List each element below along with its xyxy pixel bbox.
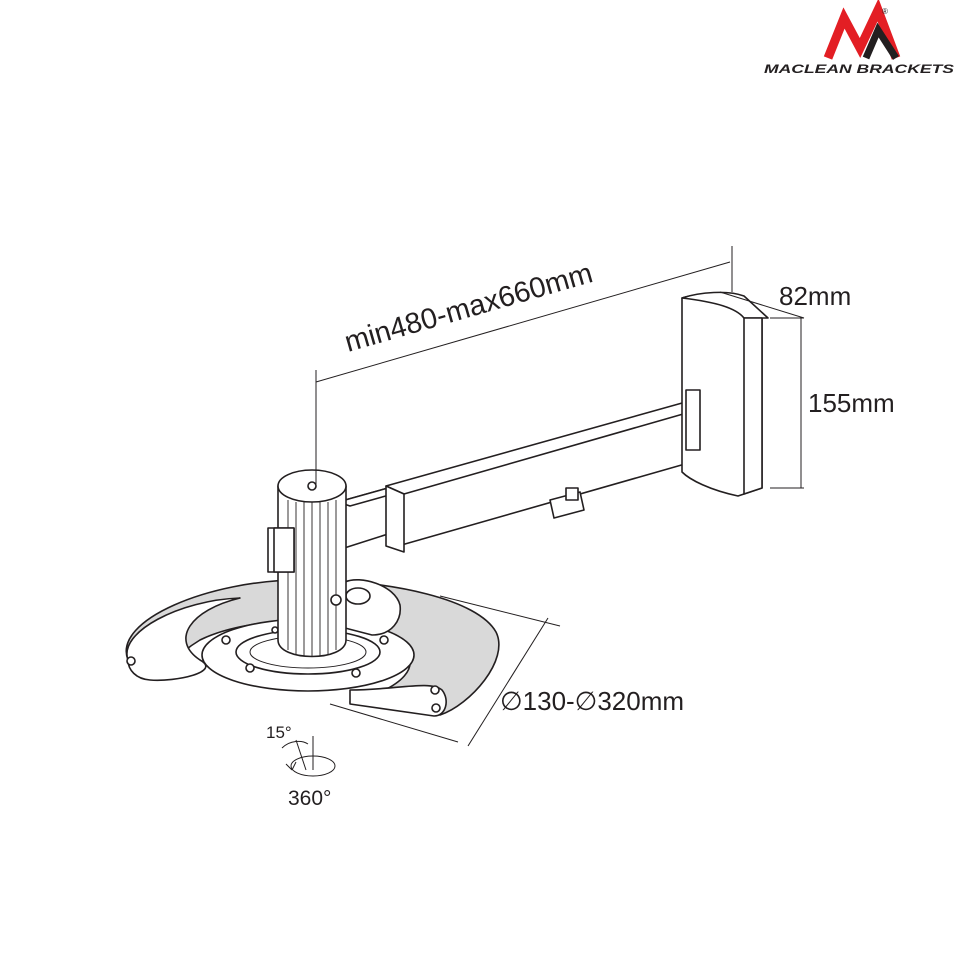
plate-depth-dimension: 82mm: [719, 281, 851, 319]
rotation-angle-label: 360°: [288, 787, 331, 810]
tilt-rotation-symbol: [281, 736, 336, 777]
maclean-logo: ® MACLEAN BRACKETS: [764, 0, 954, 76]
mounting-plane: [329, 595, 561, 747]
tilt-angle-label: 15°: [266, 723, 292, 742]
telescopic-arm: [337, 397, 721, 553]
column: [267, 469, 347, 658]
logo-wordmark: MACLEAN BRACKETS: [764, 64, 954, 76]
logo-m-shadow: [862, 22, 899, 60]
logo-registered-mark: ®: [882, 7, 888, 16]
plate-depth-label: 82mm: [779, 281, 851, 311]
plate-height-label: 155mm: [808, 388, 895, 418]
plate-height-dimension: 155mm: [770, 317, 895, 489]
arm-length-label: min480-max660mm: [341, 257, 596, 358]
logo-m-mark: [823, 0, 901, 60]
mount-diameter-label: ∅130-∅320mm: [500, 686, 684, 716]
wall-plate: [681, 291, 769, 497]
